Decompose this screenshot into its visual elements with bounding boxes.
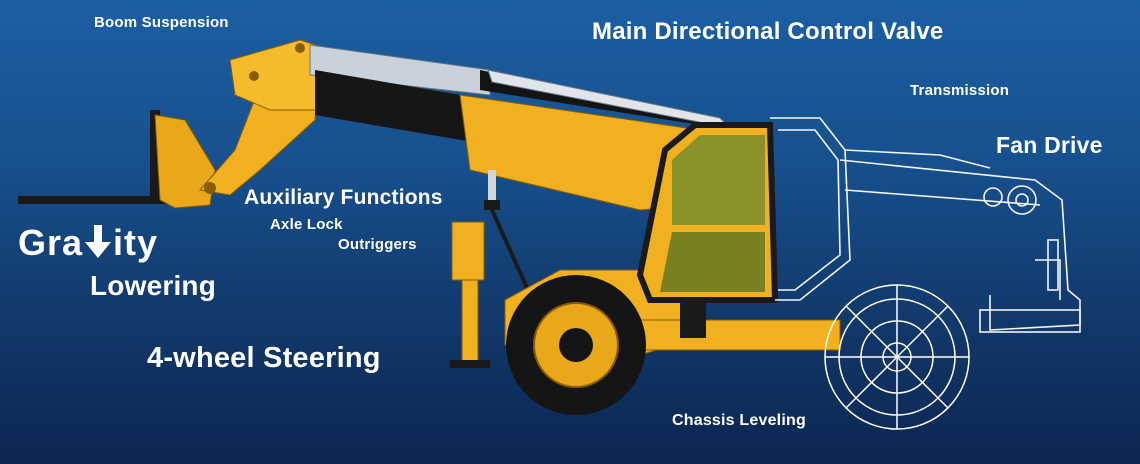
fan-drive-label: Fan Drive xyxy=(996,132,1103,158)
main-valve-label: Main Directional Control Valve xyxy=(592,18,944,45)
cab xyxy=(636,122,779,303)
gravity-suffix: ity xyxy=(113,222,159,263)
gravity-prefix: Gra xyxy=(18,222,84,263)
boom-head xyxy=(199,39,326,196)
boom-suspension-label: Boom Suspension xyxy=(94,14,229,31)
rear-wheel xyxy=(824,284,970,430)
chassis-leveling-label: Chassis Leveling xyxy=(672,412,806,429)
forks xyxy=(18,110,216,209)
down-arrow-icon xyxy=(85,225,112,258)
lowering-label: Lowering xyxy=(90,270,217,301)
auxiliary-functions-label: Auxiliary Functions xyxy=(244,186,443,209)
front-wheel xyxy=(506,275,646,415)
hydraulic-cylinder xyxy=(484,170,530,291)
outrigger xyxy=(450,221,490,368)
outriggers-label: Outriggers xyxy=(338,236,417,253)
four-wheel-steering-label: 4-wheel Steering xyxy=(147,342,381,374)
wireframe-body xyxy=(770,117,1081,333)
axle-lock-label: Axle Lock xyxy=(270,216,343,233)
transmission-label: Transmission xyxy=(910,82,1010,99)
